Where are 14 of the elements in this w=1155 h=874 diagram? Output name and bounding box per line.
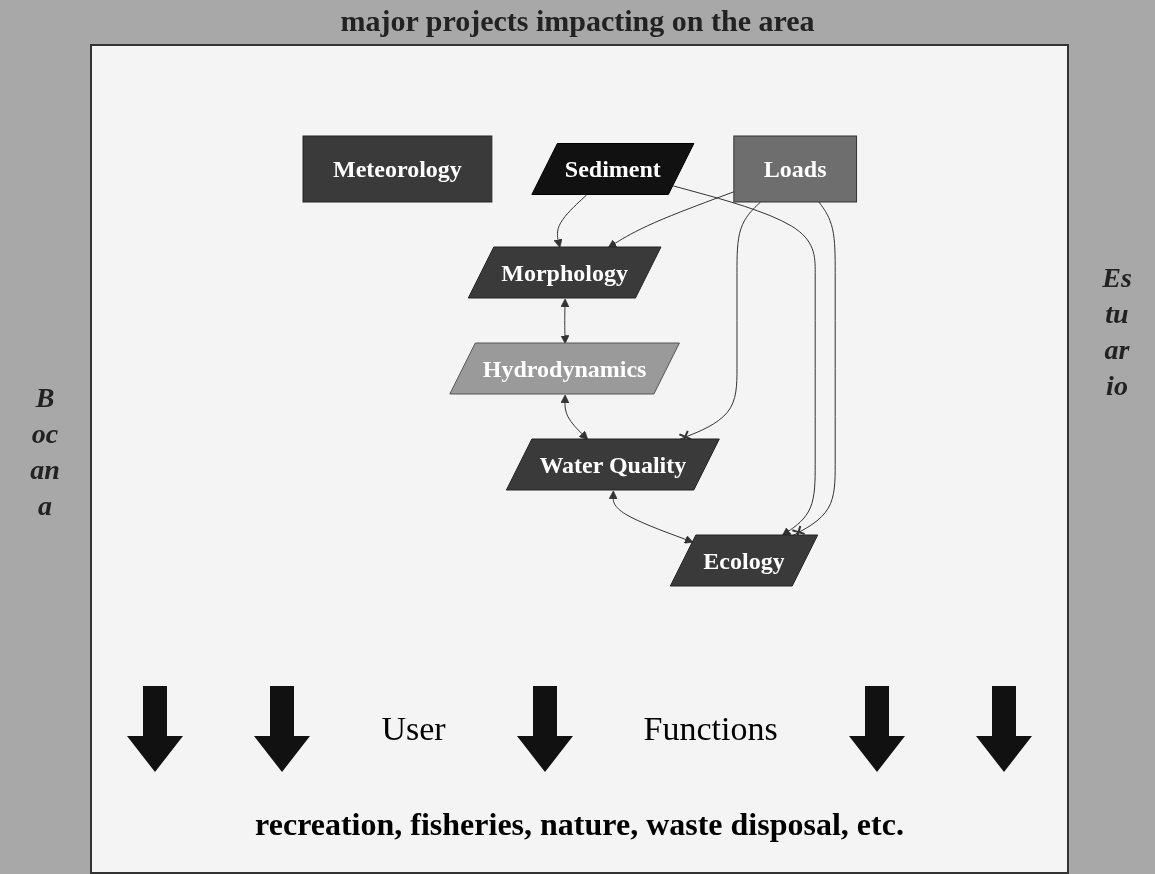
arrow bbox=[607, 191, 735, 248]
user-functions-label: Functions bbox=[643, 710, 778, 748]
arrow bbox=[608, 490, 694, 544]
side-label: Bocana bbox=[30, 381, 60, 523]
diagram-title: major projects impacting on the area bbox=[339, 4, 816, 38]
node-box: Loads bbox=[733, 135, 857, 203]
arrow bbox=[560, 298, 570, 344]
arrow bbox=[672, 185, 816, 536]
node-box: Meteorology bbox=[302, 135, 493, 203]
arrow bbox=[553, 194, 587, 248]
user-functions-label: User bbox=[381, 710, 446, 748]
arrow bbox=[560, 394, 588, 440]
side-label: Estuario bbox=[1102, 261, 1132, 403]
user-functions-list: recreation, fisheries, nature, waste disposal, etc. bbox=[92, 806, 1067, 843]
